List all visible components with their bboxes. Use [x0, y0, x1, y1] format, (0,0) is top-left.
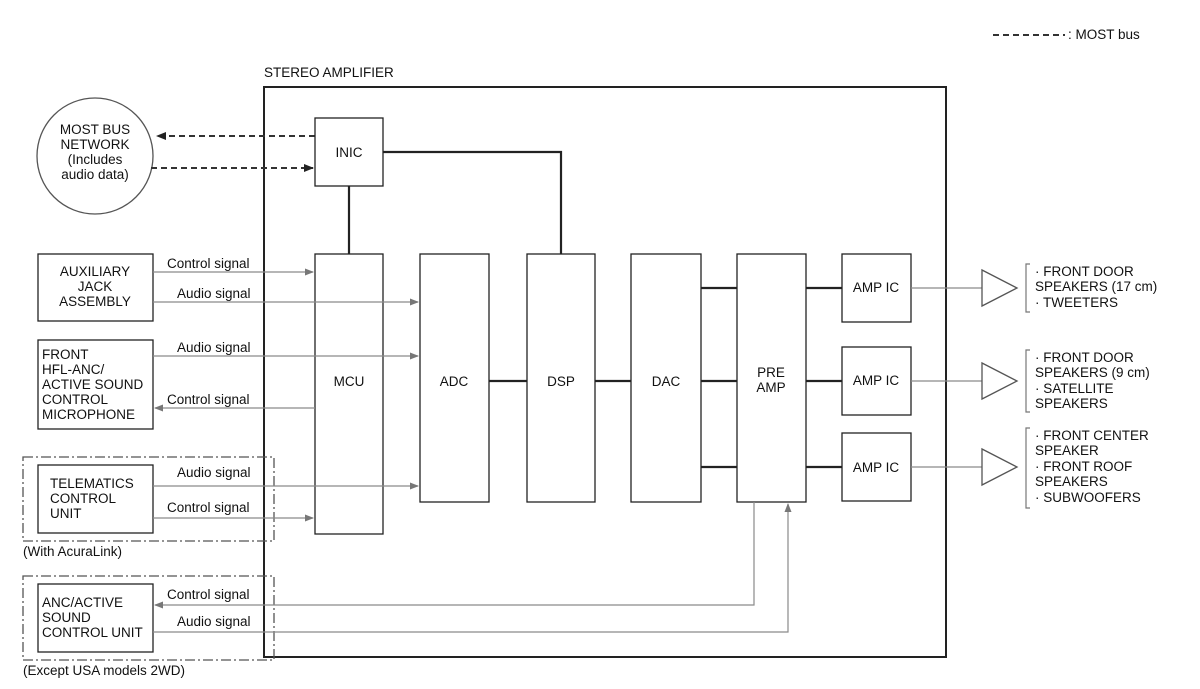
telematics-control-signal-label: Control signal: [167, 500, 250, 515]
telematics-line-3: UNIT: [50, 506, 82, 521]
dac-label: DAC: [652, 374, 681, 389]
stereo-amplifier-box: [263, 86, 947, 658]
mic-audio-signal-label: Audio signal: [177, 340, 251, 355]
telematics-box: [37, 464, 154, 534]
dsp-label: DSP: [547, 374, 575, 389]
speaker-bracket-3: [1025, 427, 1030, 509]
mcu-block: [314, 253, 384, 535]
preamp-label-1: PRE: [757, 365, 785, 380]
speaker-group-3-line-5: · SUBWOOFERS: [1035, 490, 1141, 505]
mic-line-1: FRONT: [42, 347, 89, 362]
inic-dsp-link: [383, 150, 563, 254]
aux-control-signal-label: Control signal: [167, 256, 250, 271]
most-network-line-4: audio data): [61, 167, 129, 182]
speaker-bracket-1: [1025, 263, 1030, 313]
telematics-line-2: CONTROL: [50, 491, 116, 506]
inic-block: [314, 117, 384, 187]
legend: : MOST bus: [993, 27, 1140, 42]
adc-block: [419, 253, 490, 503]
speaker-group-2-line-2: SPEAKERS (9 cm): [1035, 365, 1150, 380]
telematics-note: (With AcuraLink): [23, 544, 122, 559]
amp-ic-block-3: [841, 432, 912, 502]
anc-control-signal-line: [154, 502, 755, 609]
telematics-line-1: TELEMATICS: [50, 476, 134, 491]
amp-ic-block-1: [841, 253, 912, 323]
anc-line-1: ANC/ACTIVE: [42, 595, 123, 610]
speaker-group-3-line-1: · FRONT CENTER: [1035, 428, 1149, 443]
speaker-group-1-line-1: · FRONT DOOR: [1035, 264, 1134, 279]
inic-label: INIC: [336, 145, 363, 160]
aux-line-3: ASSEMBLY: [59, 294, 131, 309]
speaker-group-2: · FRONT DOOR SPEAKERS (9 cm) · SATELLITE…: [1035, 350, 1150, 411]
most-network-line-3: (Includes: [68, 152, 123, 167]
dac-block: [630, 253, 702, 503]
speaker-group-1-line-3: · TWEETERS: [1035, 295, 1118, 310]
telematics-control-unit: TELEMATICS CONTROL UNIT (With AcuraLink): [22, 456, 275, 559]
aux-line-1: AUXILIARY: [60, 264, 130, 279]
dsp-block: [526, 253, 596, 503]
amp-ic-label-3: AMP IC: [853, 460, 900, 475]
anc-audio-signal-line: [153, 503, 792, 633]
most-bus-network: MOST BUS NETWORK (Includes audio data): [36, 97, 154, 215]
mic-line-3: ACTIVE SOUND: [42, 377, 144, 392]
preamp-block: [736, 253, 807, 503]
anc-optional-frame: [22, 575, 275, 661]
stereo-amplifier-title: STEREO AMPLIFIER: [264, 65, 394, 80]
speaker-group-1-line-2: SPEAKERS (17 cm): [1035, 279, 1157, 294]
most-bus-network-circle: [36, 97, 154, 215]
anc-line-2: SOUND: [42, 610, 91, 625]
mic-line-2: HFL-ANC/: [42, 362, 105, 377]
anc-line-3: CONTROL UNIT: [42, 625, 143, 640]
most-network-line-2: NETWORK: [61, 137, 130, 152]
speaker-group-3-line-3: · FRONT ROOF: [1035, 459, 1132, 474]
speaker-triangle-icon-3: [981, 447, 1019, 487]
speaker-group-3-line-2: SPEAKER: [1035, 443, 1099, 458]
anc-control-signal-label: Control signal: [167, 587, 250, 602]
speaker-group-3-line-4: SPEAKERS: [1035, 474, 1108, 489]
mic-line-4: CONTROL: [42, 392, 108, 407]
aux-audio-signal-label: Audio signal: [177, 286, 251, 301]
speaker-group-1: · FRONT DOOR SPEAKERS (17 cm) · TWEETERS: [1035, 264, 1157, 310]
adc-label: ADC: [440, 374, 469, 389]
anc-box: [37, 583, 154, 653]
aux-line-2: JACK: [78, 279, 113, 294]
amp-ic-label-2: AMP IC: [853, 373, 900, 388]
auxiliary-jack-assembly: AUXILIARY JACK ASSEMBLY: [37, 253, 154, 322]
anc-note: (Except USA models 2WD): [23, 663, 185, 678]
anc-active-sound-control-unit: ANC/ACTIVE SOUND CONTROL UNIT (Except US…: [22, 575, 275, 678]
mcu-label: MCU: [334, 374, 365, 389]
mic-box: [37, 339, 154, 430]
legend-label: : MOST bus: [1068, 27, 1140, 42]
speaker-bracket-2: [1025, 349, 1030, 413]
anc-audio-signal-label: Audio signal: [177, 614, 251, 629]
telematics-audio-signal-label: Audio signal: [177, 465, 251, 480]
mic-control-signal-label: Control signal: [167, 392, 250, 407]
speaker-group-3: · FRONT CENTER SPEAKER · FRONT ROOF SPEA…: [1035, 428, 1149, 505]
front-microphone: FRONT HFL-ANC/ ACTIVE SOUND CONTROL MICR…: [37, 339, 154, 430]
most-network-line-1: MOST BUS: [60, 122, 130, 137]
speaker-triangle-icon-2: [981, 361, 1019, 401]
amp-ic-label-1: AMP IC: [853, 280, 900, 295]
telematics-optional-frame: [22, 456, 275, 542]
speaker-group-2-line-4: SPEAKERS: [1035, 396, 1108, 411]
preamp-label-2: AMP: [756, 380, 785, 395]
aux-box: [37, 253, 154, 322]
mic-line-5: MICROPHONE: [42, 407, 135, 422]
speaker-triangle-icon-1: [981, 268, 1019, 308]
speaker-group-2-line-1: · FRONT DOOR: [1035, 350, 1134, 365]
speaker-group-2-line-3: · SATELLITE: [1035, 381, 1114, 396]
